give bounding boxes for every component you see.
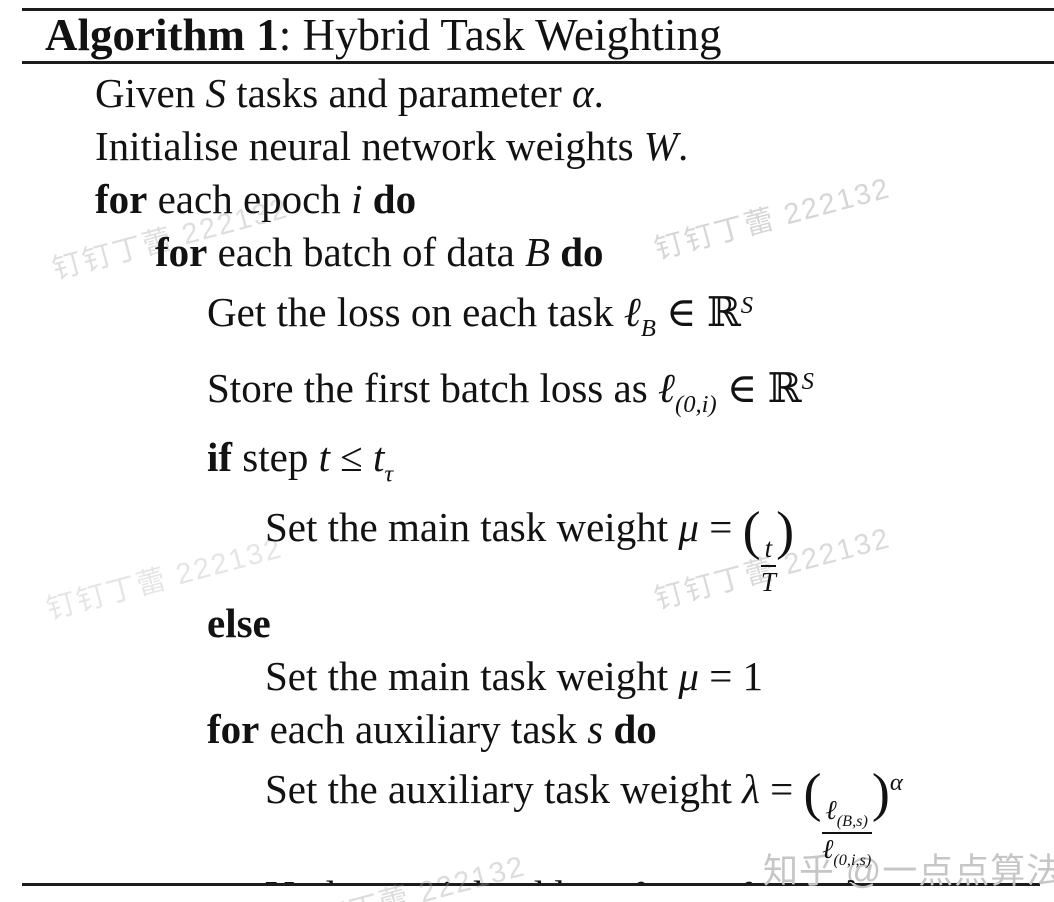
text-segment: Set the main task weight — [265, 652, 679, 699]
text-segment: tasks and parameter — [225, 70, 573, 116]
text-segment: ℓ — [623, 288, 641, 335]
text-segment: Set the main task weight — [265, 503, 679, 550]
text-segment: ℓ — [825, 795, 837, 826]
text-segment: τ — [384, 460, 394, 488]
text-segment: (0,i,s) — [833, 850, 872, 869]
bottom-rule — [22, 883, 1040, 886]
text-segment: ℝ — [706, 287, 741, 336]
algo-line: Initialise neural network weights W. — [95, 120, 1054, 173]
text-segment: each epoch — [147, 176, 352, 222]
algorithm-title-number: Algorithm 1 — [45, 10, 279, 60]
text-segment — [603, 706, 613, 752]
text-segment: = 1 — [698, 652, 764, 699]
text-segment: t — [764, 533, 773, 564]
text-segment: = — [759, 765, 804, 812]
text-segment: . — [593, 70, 604, 116]
text-segment: do — [613, 705, 657, 752]
text-segment: ≤ — [330, 434, 374, 481]
text-segment: ( — [742, 500, 761, 561]
title-separator-rule — [22, 61, 1054, 64]
text-segment: if — [207, 434, 233, 481]
text-segment: . — [677, 123, 689, 169]
algorithm-title-text: : Hybrid Task Weighting — [278, 10, 722, 60]
text-segment: Store the first batch loss as — [207, 364, 658, 411]
algo-line: Set the main task weight μ = 1 — [265, 650, 1054, 703]
text-segment: ℝ — [767, 363, 802, 412]
text-segment: i — [351, 176, 363, 222]
text-segment: μ — [678, 652, 699, 699]
algo-line: Get the loss on each task ℓB ∈ ℝS — [207, 279, 1054, 355]
fraction-numerator: ℓ(B,s) — [821, 795, 872, 834]
algorithm-body: Given S tasks and parameter α.Initialise… — [0, 67, 1054, 883]
text-segment: λ — [742, 765, 760, 812]
algo-line: Given S tasks and parameter α. — [95, 67, 1054, 120]
text-segment: Set the auxiliary task weight — [265, 765, 743, 812]
text-segment: do — [560, 229, 604, 275]
algorithm-title: Algorithm 1: Hybrid Task Weighting — [0, 10, 1054, 61]
text-segment: × — [800, 872, 844, 883]
text-segment: ℓ — [657, 364, 675, 411]
algo-line: Store the first batch loss as ℓ(0,i) ∈ ℝ… — [207, 355, 1054, 431]
text-segment — [550, 229, 560, 275]
text-segment: each auxiliary task — [259, 705, 588, 752]
text-segment: ( — [803, 762, 822, 823]
algo-line: if step t ≤ tτ — [207, 431, 1054, 500]
fraction-denominator: ℓ(0,i,s) — [822, 834, 871, 869]
text-segment: B — [524, 229, 550, 275]
top-rule — [22, 8, 1054, 11]
text-segment: Update weighted loss — [265, 872, 628, 883]
text-segment: step — [232, 434, 319, 481]
text-segment: B — [640, 315, 656, 343]
text-segment: ∈ — [716, 364, 768, 411]
zhihu-watermark: 知乎 @一点点算法 — [763, 852, 1054, 891]
text-segment: = — [698, 503, 743, 550]
text-segment: (B,s) — [836, 812, 868, 831]
text-segment: for — [207, 705, 260, 752]
algo-line: for each auxiliary task s do — [207, 703, 1054, 756]
text-segment: μ — [678, 503, 699, 550]
text-segment: T — [760, 566, 776, 597]
fraction-denominator: T — [761, 567, 776, 597]
fraction-numerator: t — [760, 533, 777, 567]
text-segment: S — [205, 70, 226, 116]
text-segment: t — [318, 434, 330, 481]
text-segment: do — [372, 176, 417, 222]
algo-line: Set the auxiliary task weight λ = (ℓ(B,s… — [265, 756, 1054, 869]
text-segment: else — [207, 599, 271, 646]
text-segment: (0,i) — [675, 391, 717, 419]
text-segment: Get the loss on each task — [207, 288, 624, 335]
text-segment: s — [587, 705, 604, 752]
text-segment: S — [740, 292, 754, 319]
fraction: ℓ(B,s)ℓ(0,i,s) — [821, 795, 872, 869]
text-segment: ℓ — [822, 833, 834, 864]
text-segment: = — [692, 872, 736, 883]
text-segment: ∈ — [655, 288, 707, 335]
algo-line: else — [207, 597, 1054, 650]
text-segment: Given — [95, 70, 206, 116]
text-segment: t — [373, 434, 385, 481]
text-segment: λ — [844, 872, 862, 883]
text-segment: ) — [776, 500, 795, 561]
text-segment: Initialise neural network weights — [95, 123, 644, 169]
text-segment: for — [155, 229, 208, 275]
algo-line: Update weighted loss ℓ(B,s) = ℓ(B,s) × λ — [265, 869, 1054, 883]
text-segment: ℓ — [628, 872, 645, 883]
text-segment: α — [572, 70, 594, 116]
algo-line: for each epoch i do — [95, 173, 1054, 226]
text-segment: α — [889, 768, 903, 796]
text-segment: for — [95, 176, 148, 222]
algo-line: for each batch of data B do — [155, 226, 1054, 279]
text-segment: S — [801, 368, 814, 396]
text-segment — [363, 176, 373, 222]
text-segment: ) — [871, 762, 890, 823]
text-segment: ℓ — [736, 872, 753, 883]
text-segment: W — [643, 123, 678, 169]
text-segment: each batch of data — [207, 229, 525, 275]
